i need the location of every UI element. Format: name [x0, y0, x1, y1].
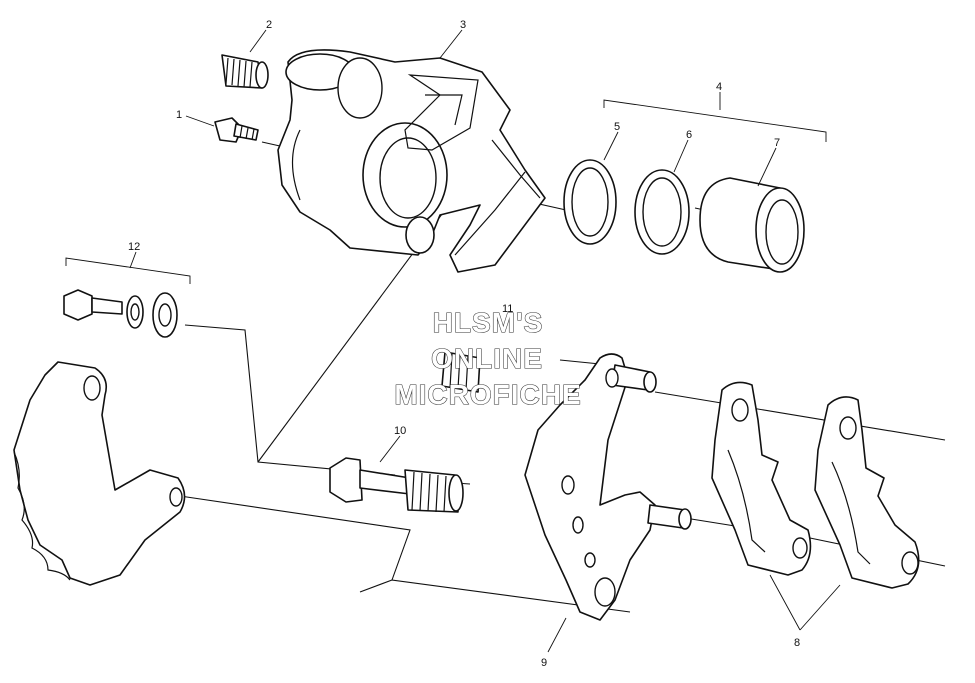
- callout-labels: 1 2 3 4 5 6 7 8 9 10 11 12: [128, 19, 800, 669]
- callout-8: 8: [794, 637, 800, 649]
- leader-lines: [65, 29, 841, 653]
- part-bolt-washer-set: [63, 289, 178, 338]
- watermark-line-2: ONLINE: [431, 343, 543, 374]
- part-caliper-bracket: [524, 353, 692, 621]
- callout-12: 12: [128, 241, 140, 253]
- part-piston: [699, 177, 805, 273]
- callout-4: 4: [716, 81, 722, 93]
- part-dust-seal: [634, 169, 690, 255]
- part-guide-pin: [329, 457, 464, 513]
- part-brake-pad-inner: [711, 381, 812, 576]
- callout-7: 7: [774, 137, 780, 149]
- part-bleed-plug: [221, 54, 269, 89]
- part-mounting-bracket: [13, 361, 186, 586]
- callout-10: 10: [394, 425, 406, 437]
- callout-6: 6: [686, 129, 692, 141]
- part-threaded-stud: [441, 351, 481, 393]
- part-brake-pad-outer: [814, 396, 920, 589]
- callout-3: 3: [460, 19, 466, 31]
- part-caliper-body: [277, 49, 546, 273]
- callout-11: 11: [502, 303, 513, 315]
- part-bleeder-valve: [214, 117, 259, 143]
- callout-2: 2: [266, 19, 272, 31]
- callout-9: 9: [541, 657, 547, 669]
- watermark-line-1: HLSM'S: [433, 307, 544, 338]
- callout-5: 5: [614, 121, 620, 133]
- part-seal: [563, 159, 617, 245]
- watermark: HLSM'S ONLINE MICROFICHE: [394, 306, 581, 410]
- callout-1: 1: [176, 109, 182, 121]
- watermark-line-3: MICROFICHE: [394, 379, 581, 410]
